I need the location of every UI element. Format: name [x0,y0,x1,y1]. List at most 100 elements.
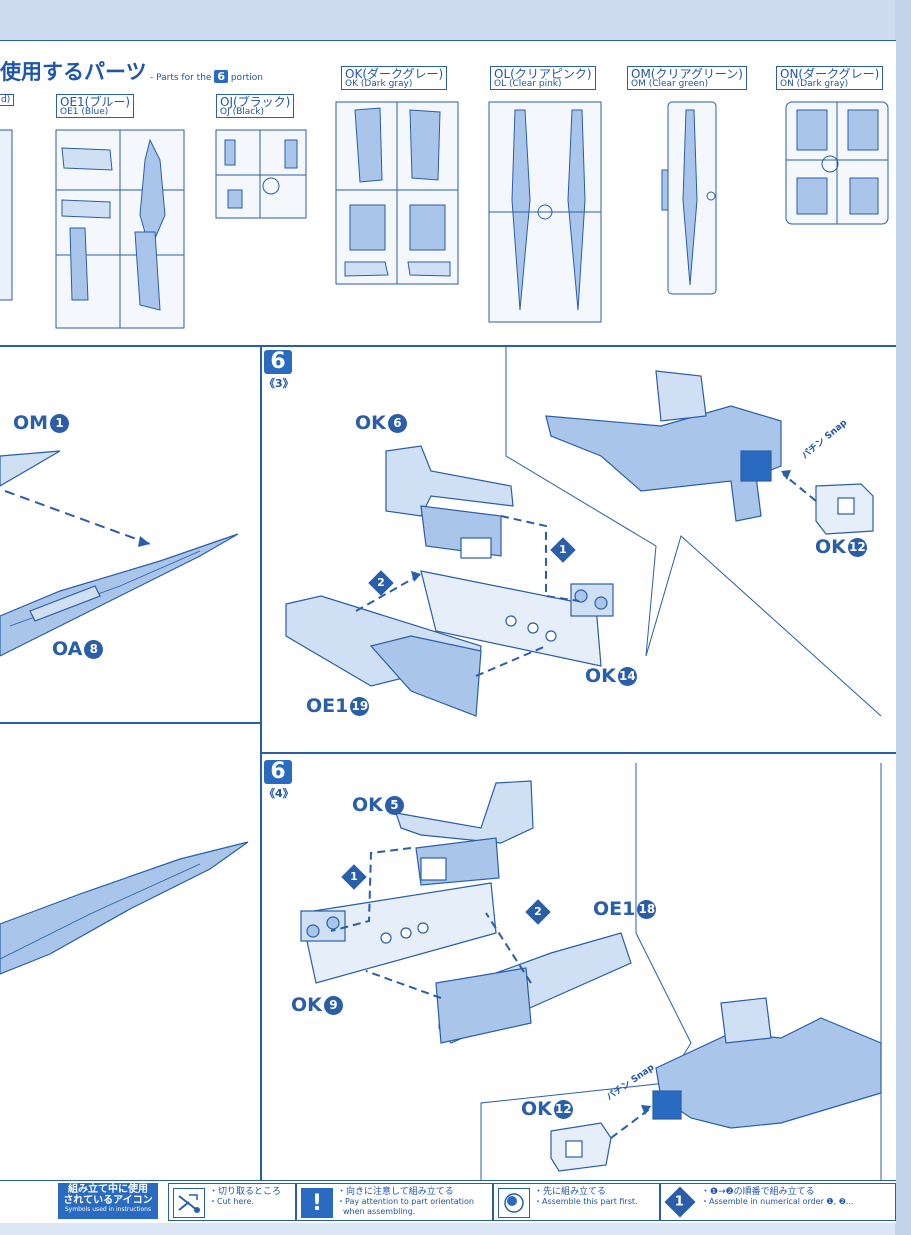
order-diamond-1-step3-text: 1 [559,543,567,556]
runner-label-ok: OK(ダークグレー) OK (Dark gray) [341,66,448,90]
runner-label-oj: OJ(ブラック) OJ (Black) [216,94,295,118]
footer-item-cut: ・切り取るところ ・Cut here. [168,1183,296,1221]
step-6-3-badge: 6 《3》 [264,350,294,391]
label-ok-14-code: OK [585,665,616,687]
label-ok-14-num: 14 [617,667,637,686]
label-ok-12-step3-code: OK [815,536,846,558]
left-top-illustration [0,450,239,657]
footer-order-text: ・❶→❷の順番で組み立てる ・Assemble in numerical ord… [701,1187,854,1207]
footer-orientation-jp: ・向きに注意して組み立てる [337,1187,454,1197]
runner-drawings [0,101,889,329]
step-6-4-number: 6 [264,760,292,784]
footer-orientation-text: ・向きに注意して組み立てる ・Pay attention to part ori… [337,1187,474,1216]
footer-title-jp-2: されているアイコン [63,1194,153,1206]
footer-title-jp-1: 組み立て中に使用 [68,1184,148,1195]
runner-om-jp: OM(クリアグリーン) [631,67,743,81]
label-ok-5-code: OK [352,794,383,816]
divider-vertical [260,345,262,1180]
label-oe1-18-num: 18 [637,900,657,919]
subtitle-pre: - Parts for the [150,73,212,83]
parts-section-title: 使用するパーツ [0,60,147,84]
runner-on-jp: ON(ダークグレー) [780,67,880,81]
runner-label-oe1: OE1(ブルー) OE1 (Blue) [56,94,135,118]
runner-oe1-jp: OE1(ブルー) [60,95,131,109]
label-ok-5-num: 5 [384,796,404,815]
order-diamond-2-step4-text: 2 [534,905,542,918]
divider-left-mid [0,722,261,724]
runner-label-ol: OL(クリアピンク) OL (Clear pink) [490,66,596,90]
exclamation-icon: ! [301,1188,333,1218]
label-ok-6-code: OK [355,412,386,434]
step-6-4-sub: 《4》 [264,787,294,800]
label-ok-12-step3-num: 12 [847,538,867,557]
top-margin [0,0,911,40]
runner-ol-en: OL (Clear pink) [494,79,562,89]
step-6-3-illustration [285,346,882,717]
assemble-first-icon [498,1188,530,1218]
footer-order-jp: ・❶→❷の順番で組み立てる [701,1187,815,1197]
runner-label-om: OM(クリアグリーン) OM (Clear green) [627,66,747,90]
label-ok-12-step4-code: OK [521,1098,552,1120]
footer-cut-en: ・Cut here. [209,1197,254,1207]
footer-item-order: 1 ・❶→❷の順番で組み立てる ・Assemble in numerical o… [660,1183,896,1221]
divider-parts [0,345,896,347]
runner-label-on: ON(ダークグレー) ON (Dark gray) [776,66,884,90]
step-6-4-illustration [300,763,882,1180]
order-diamond-1-step4-text: 1 [350,870,358,883]
footer-first-jp: ・先に組み立てる [534,1187,607,1197]
runner-oj-jp: OJ(ブラック) [220,95,291,109]
runner-cut-text: d) [1,95,11,105]
numbered-order-icon-num: 1 [675,1194,685,1210]
step-6-4-badge: 6 《4》 [264,760,294,801]
subtitle-step-badge: 6 [214,70,228,83]
numbered-order-icon: 1 [664,1186,696,1218]
label-ok-6-num: 6 [387,414,407,433]
footer-title: 組み立て中に使用 されているアイコン Symbols used in instr… [58,1183,158,1219]
order-diamond-1-step3: 1 [550,537,576,563]
step-6-3-number: 6 [264,350,292,374]
runner-om-en: OM (Clear green) [631,79,709,89]
footer-item-first: ・先に組み立てる ・Assemble this part first. [493,1183,660,1221]
left-bottom-illustration [0,841,249,975]
footer-cut-text: ・切り取るところ ・Cut here. [209,1187,281,1207]
order-diamond-2-step3: 2 [368,570,394,596]
order-diamond-1-step4: 1 [341,864,367,890]
footer-first-en: ・Assemble this part first. [534,1197,638,1207]
label-ok-12-step4-num: 12 [553,1100,573,1119]
runner-oj-en: OJ (Black) [220,107,264,117]
footer-orientation-en2: when assembling. [343,1206,416,1216]
label-oa-8-code: OA [52,638,83,660]
scissors-cut-icon [173,1188,205,1218]
label-om-1-code: OM [13,412,49,434]
footer-title-en: Symbols used in instructions [64,1206,152,1213]
footer-order-en: ・Assemble in numerical order ❶, ❷... [701,1197,854,1207]
footer-item-orientation: ! ・向きに注意して組み立てる ・Pay attention to part o… [296,1183,493,1221]
label-ok-9-num: 9 [323,996,343,1015]
runner-ok-jp: OK(ダークグレー) [345,67,444,81]
runner-ok-en: OK (Dark gray) [345,79,413,89]
label-oa-8-num: 8 [84,640,104,659]
parts-section-subtitle: - Parts for the 6 portion [150,70,263,83]
step-6-3-sub: 《3》 [264,377,294,390]
label-oe1-19-num: 19 [350,697,370,716]
runner-oe1-en: OE1 (Blue) [60,107,109,117]
runner-on-en: ON (Dark gray) [780,79,849,89]
label-oe1-19-code: OE1 [306,695,349,717]
divider-right-mid [261,752,896,754]
subtitle-post: portion [230,73,264,83]
order-diamond-2-step3-text: 2 [377,576,385,589]
order-diamond-2-step4: 2 [525,899,551,925]
right-margin [895,0,911,1235]
label-ok-9-code: OK [291,994,322,1016]
